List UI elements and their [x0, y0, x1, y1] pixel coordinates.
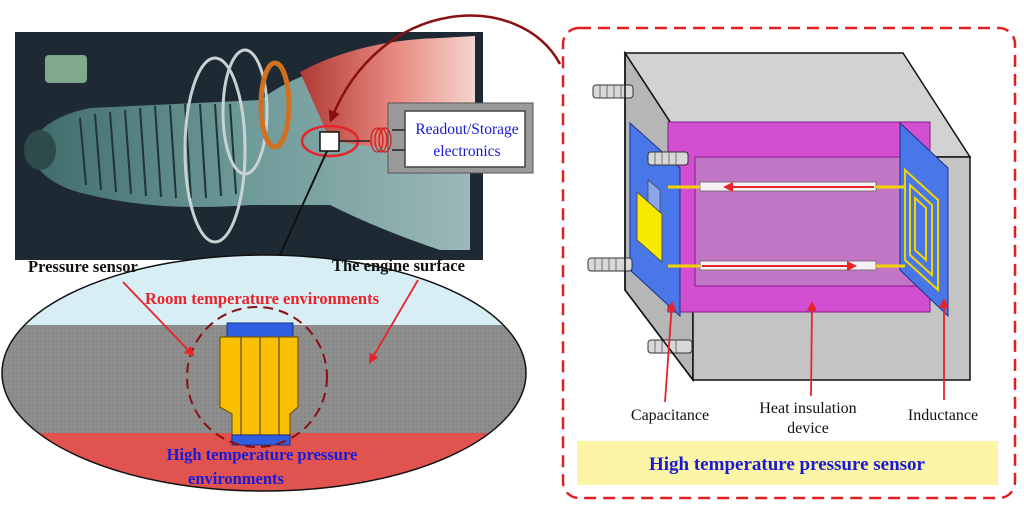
high-temp-label: High temperature pressure	[167, 445, 358, 464]
capacitance-label: Capacitance	[631, 407, 709, 424]
sensor-detail-frame	[561, 26, 1017, 500]
sensor-3d-model	[587, 50, 972, 383]
zoom-arrow	[273, 150, 328, 268]
mounting-bolt-icon	[587, 84, 693, 354]
surface-pointer-arrow	[368, 279, 419, 364]
pressure-sensor-label: Pressure sensor	[28, 257, 138, 276]
heat-insulation-label-2: device	[787, 420, 829, 437]
inductor-coil-icon	[904, 167, 939, 293]
room-temp-label: Room temperature environments	[145, 289, 380, 308]
sensor-chip-icon	[319, 131, 340, 152]
capacitance-pointer-arrow	[664, 301, 677, 403]
high-temp-label-2: environments	[188, 469, 285, 488]
readout-box	[404, 110, 526, 168]
readout-label-2: electronics	[433, 143, 500, 160]
sensor-pointer-arrow	[122, 281, 195, 357]
engine-illustration: Readout/Storage electronics	[15, 32, 534, 260]
antenna-coil-icon	[370, 127, 392, 153]
caption-box	[577, 441, 998, 485]
capacitor-plate-icon	[636, 190, 663, 264]
cross-section: Pressure sensor The engine surface Room …	[1, 254, 527, 492]
insulation-pointer-arrow	[806, 301, 817, 397]
readout-label: Readout/Storage	[415, 121, 518, 138]
sensor-caption: High temperature pressure sensor	[649, 454, 926, 475]
focus-circle	[186, 306, 328, 448]
heat-insulation-label: Heat insulation	[759, 400, 856, 417]
engine-surface-label: The engine surface	[332, 256, 465, 275]
signal-rod-top	[668, 181, 905, 192]
pressure-sensor-icon	[219, 322, 299, 446]
section-outline	[1, 254, 527, 492]
signal-rod-bottom	[668, 260, 905, 271]
curved-link-arrow	[328, 14, 562, 123]
inductance-label: Inductance	[908, 407, 978, 424]
